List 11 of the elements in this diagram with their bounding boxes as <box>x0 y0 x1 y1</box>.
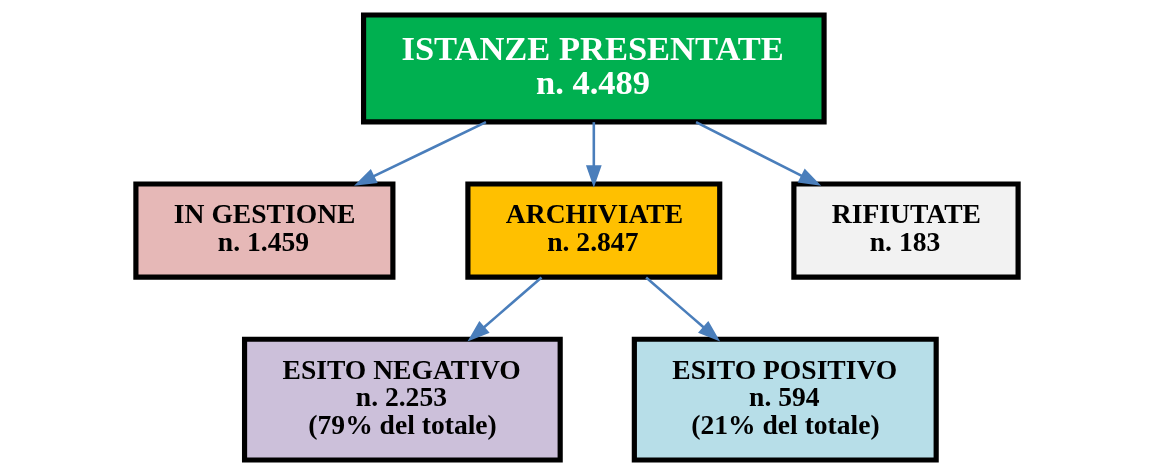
node-box: RIFIUTATE n. 183 <box>790 181 1021 280</box>
node-box: ESITO NEGATIVO n. 2.253 (79% del totale) <box>241 336 563 463</box>
arrow <box>694 121 821 186</box>
arrow <box>585 122 602 188</box>
node-box: ARCHIVIATE n. 2.847 <box>464 181 722 280</box>
arrow <box>644 276 720 342</box>
arrow <box>353 121 486 186</box>
node-box: ISTANZE PRESENTATE n. 4.489 <box>360 12 827 125</box>
node-box: ESITO POSITIVO n. 594 (21% del totale) <box>631 336 939 463</box>
node-box: IN GESTIONE n. 1.459 <box>132 181 395 280</box>
arrow <box>467 276 542 342</box>
